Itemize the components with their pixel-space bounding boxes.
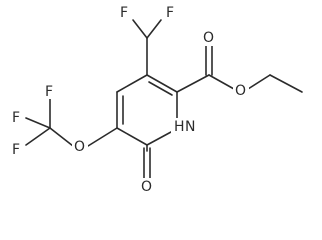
- atom-label-o: O: [235, 83, 246, 99]
- bond-chf2-f-right: [146, 19, 162, 39]
- atom-label-f: F: [120, 5, 128, 21]
- bond-o-ch2: [247, 74, 271, 90]
- bond-c6-ester-c: [176, 74, 210, 93]
- atom-label-f: F: [12, 110, 20, 126]
- atom-label-o: O: [141, 179, 152, 195]
- bond-n-c2: [146, 131, 172, 146]
- bond-ch2-ch3: [269, 74, 303, 93]
- bond-ester-c-o-single: [208, 74, 235, 90]
- bond-layer: [25, 19, 303, 181]
- atom-f-top-left: F: [118, 4, 132, 21]
- atom-f-top-right: F: [164, 4, 178, 21]
- atom-f-cf3-bottom: F: [10, 141, 24, 158]
- atom-o-ester-ether: O: [233, 82, 249, 99]
- bond-c3-o-ether: [87, 127, 118, 147]
- atom-label-n: N: [185, 119, 195, 135]
- bond-cf3-f-bottom: [25, 127, 51, 146]
- atom-label-h: H: [174, 119, 185, 135]
- atom-label-o: O: [74, 139, 85, 155]
- atom-label-f: F: [12, 142, 20, 158]
- bond-chf2-f-left: [132, 19, 148, 39]
- atom-nh-ring: N H: [171, 118, 201, 135]
- atom-label-f: F: [166, 5, 174, 21]
- atom-label-layer: F F O O F F F O: [10, 4, 249, 195]
- atom-f-cf3-top: F: [43, 83, 57, 100]
- atom-o-ether: O: [72, 138, 88, 155]
- atom-o-ester-carbonyl: O: [201, 29, 217, 46]
- bond-c5-c6: [146, 74, 178, 93]
- bond-c2-c3: [116, 127, 148, 146]
- bond-cf3-f-left: [25, 117, 51, 129]
- bond-c4-c5: [116, 74, 148, 93]
- bond-o-cf3: [49, 127, 74, 147]
- atom-label-o: O: [203, 30, 214, 46]
- molecule-structure-diagram: F F O O F F F O: [10, 4, 303, 195]
- atom-o-ketone: O: [139, 178, 155, 195]
- bond-c5-c6-inner: [148, 81, 173, 96]
- atom-f-cf3-left: F: [10, 109, 24, 126]
- atom-label-f: F: [45, 84, 53, 100]
